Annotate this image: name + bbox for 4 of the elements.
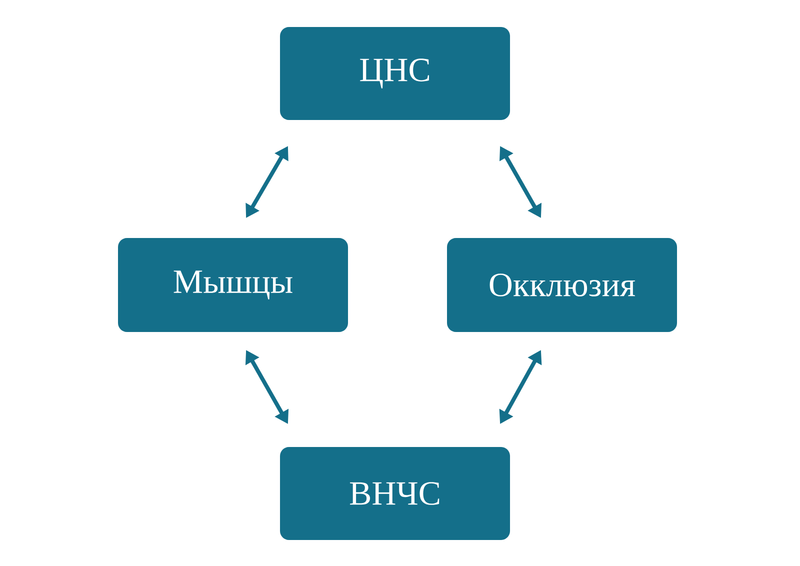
process-box: Мышцы bbox=[118, 238, 348, 332]
process-box: ЦНС bbox=[280, 27, 510, 120]
process-box: ВНЧС bbox=[280, 447, 510, 540]
process-box: Окклюзия bbox=[447, 238, 677, 332]
